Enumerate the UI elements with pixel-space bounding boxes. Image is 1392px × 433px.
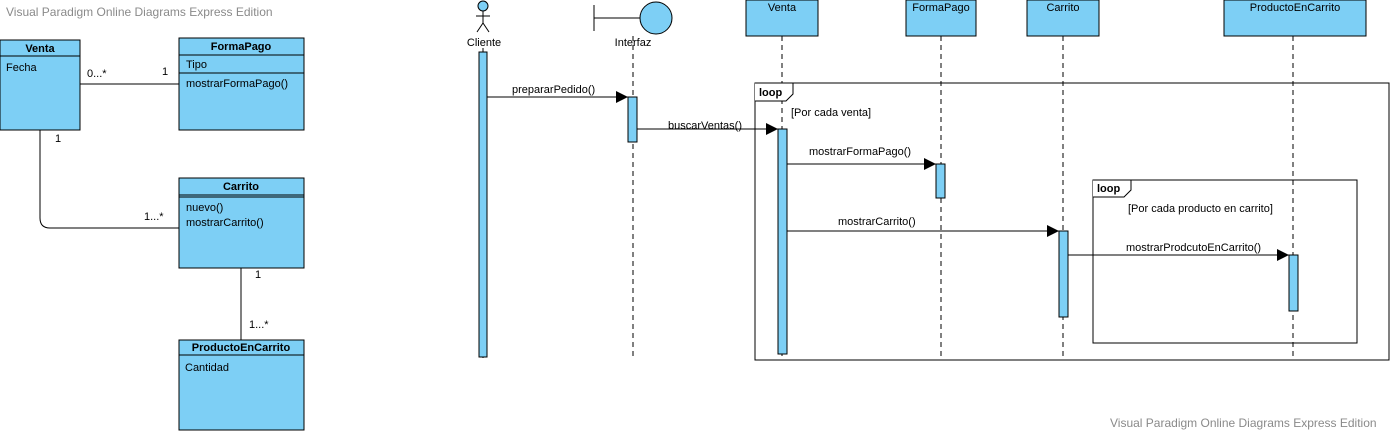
mult-carrito-producto-source: 1 xyxy=(255,269,261,281)
mult-venta-carrito-source: 1 xyxy=(55,133,61,145)
class-productoencarrito-attribute: Cantidad xyxy=(185,362,229,374)
lifeline-interfaz-label: Interfaz xyxy=(615,37,652,49)
activation-producto xyxy=(1288,254,1299,312)
association-venta-formapago[interactable]: 0...* 1 xyxy=(80,66,179,85)
association-carrito-producto[interactable]: 1 1...* xyxy=(240,268,269,340)
message-mostrarformapago[interactable]: mostrarFormaPago() xyxy=(787,146,936,170)
class-productoencarrito[interactable]: ProductoEnCarrito Cantidad xyxy=(178,339,305,431)
fragment-outer-operator: loop xyxy=(759,87,782,99)
fragment-inner-guard: [Por cada producto en carrito] xyxy=(1128,203,1273,215)
lifeline-carrito-label: Carrito xyxy=(1046,2,1079,14)
class-formapago-name: FormaPago xyxy=(211,41,272,53)
activation-cliente xyxy=(478,51,488,358)
message-buscarventas[interactable]: buscarVentas() xyxy=(637,120,778,135)
lifeline-venta-head[interactable]: Venta xyxy=(745,0,819,37)
class-carrito-operation-1: nuevo() xyxy=(186,202,223,214)
activation-venta xyxy=(777,128,788,355)
message-mostrarproductoencarrito[interactable]: mostrarProdcutoEnCarrito() xyxy=(1068,242,1289,261)
message-prepararpedido-label: prepararPedido() xyxy=(512,84,595,96)
mult-venta-carrito-target: 1...* xyxy=(144,211,164,223)
class-formapago[interactable]: FormaPago Tipo mostrarFormaPago() xyxy=(178,37,305,131)
message-buscarventas-label: buscarVentas() xyxy=(668,120,742,132)
class-carrito-operation-2: mostrarCarrito() xyxy=(186,217,264,229)
fragment-outer-guard: [Por cada venta] xyxy=(791,107,871,119)
message-mostrarformapago-label: mostrarFormaPago() xyxy=(809,146,911,158)
lifeline-formapago-head[interactable]: FormaPago xyxy=(905,0,977,37)
activation-interfaz xyxy=(627,96,638,143)
class-venta-name: Venta xyxy=(25,43,55,55)
fragment-outer-loop[interactable]: loop [Por cada venta] xyxy=(754,82,1390,361)
class-carrito-name: Carrito xyxy=(223,181,259,193)
mult-venta-formapago-target: 1 xyxy=(162,66,168,78)
message-mostrarcarrito[interactable]: mostrarCarrito() xyxy=(787,216,1059,237)
association-venta-carrito[interactable]: 1 1...* xyxy=(39,130,179,229)
activation-carrito xyxy=(1058,230,1069,318)
actor-cliente[interactable] xyxy=(476,0,490,33)
activation-formapago xyxy=(935,163,946,199)
boundary-interfaz[interactable] xyxy=(593,1,673,35)
actor-cliente-head xyxy=(477,0,489,12)
class-formapago-operation: mostrarFormaPago() xyxy=(186,78,288,90)
lifeline-venta-label: Venta xyxy=(768,2,797,14)
lifeline-formapago-label: FormaPago xyxy=(912,2,969,14)
lifeline-producto-head[interactable]: ProductoEnCarrito xyxy=(1223,0,1367,37)
lifeline-producto-label: ProductoEnCarrito xyxy=(1250,2,1341,14)
class-productoencarrito-name: ProductoEnCarrito xyxy=(192,342,291,354)
class-formapago-attribute: Tipo xyxy=(186,59,207,71)
lifeline-cliente-label: Cliente xyxy=(467,37,501,49)
lifeline-carrito-head[interactable]: Carrito xyxy=(1026,0,1100,37)
watermark-top: Visual Paradigm Online Diagrams Express … xyxy=(6,5,273,19)
mult-venta-formapago-source: 0...* xyxy=(87,68,107,80)
class-venta[interactable]: Venta Fecha xyxy=(0,39,81,131)
class-venta-attribute: Fecha xyxy=(6,62,37,74)
class-carrito[interactable]: Carrito nuevo() mostrarCarrito() xyxy=(178,177,305,269)
mult-carrito-producto-target: 1...* xyxy=(249,319,269,331)
message-mostrarproductoencarrito-label: mostrarProdcutoEnCarrito() xyxy=(1126,242,1261,254)
message-prepararpedido[interactable]: prepararPedido() xyxy=(487,84,628,103)
fragment-inner-operator: loop xyxy=(1097,183,1120,195)
message-mostrarcarrito-label: mostrarCarrito() xyxy=(838,216,916,228)
fragment-inner-loop[interactable]: loop [Por cada producto en carrito] xyxy=(1092,179,1358,344)
watermark-bottom: Visual Paradigm Online Diagrams Express … xyxy=(1110,416,1377,430)
